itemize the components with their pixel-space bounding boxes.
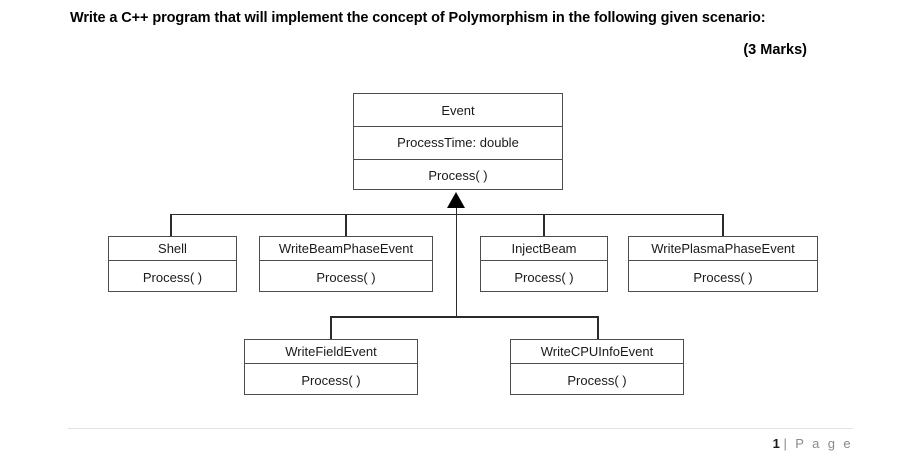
uml-class-writeplasmaphaseevent[interactable]: WritePlasmaPhaseEvent Process( ) xyxy=(628,236,818,292)
uml-class-shell-operations: Process( ) xyxy=(109,260,236,293)
uml-class-writebeamphaseevent-operations: Process( ) xyxy=(260,260,432,293)
uml-class-writecpuinfoevent-operations: Process( ) xyxy=(511,363,683,396)
uml-class-event-name: Event xyxy=(441,102,475,118)
uml-class-writecpuinfoevent-name: WriteCPUInfoEvent xyxy=(540,344,654,359)
inheritance-arrow-icon xyxy=(447,192,465,208)
uml-class-writeplasmaphaseevent-operations: Process( ) xyxy=(629,260,817,293)
uml-class-event[interactable]: Event ProcessTime: double Process( ) xyxy=(353,93,563,190)
uml-class-event-attributes: ProcessTime: double xyxy=(354,126,562,158)
marks-label: (3 Marks) xyxy=(743,42,807,58)
uml-class-shell-name: Shell xyxy=(158,241,187,256)
connector-drop-writebeamphaseevent xyxy=(345,213,347,237)
uml-class-shell[interactable]: Shell Process( ) xyxy=(108,236,237,292)
uml-class-writecpuinfoevent[interactable]: WriteCPUInfoEvent Process( ) xyxy=(510,339,684,395)
uml-class-writebeamphaseevent-name: WriteBeamPhaseEvent xyxy=(278,241,414,256)
connector-trunk-vertical xyxy=(455,205,457,317)
uml-class-writefieldevent-operations: Process( ) xyxy=(245,363,417,396)
connector-bus-level3 xyxy=(330,316,598,318)
uml-class-writeplasmaphaseevent-name: WritePlasmaPhaseEvent xyxy=(651,241,795,256)
uml-class-injectbeam-name: InjectBeam xyxy=(511,241,577,256)
footer-divider xyxy=(68,428,853,429)
connector-drop-shell xyxy=(170,213,172,237)
uml-class-injectbeam-operations: Process( ) xyxy=(481,260,607,293)
page-footer: 1 | P a g e xyxy=(773,436,853,451)
connector-drop-writecpuinfoevent xyxy=(597,316,599,339)
connector-drop-writeplasmaphaseevent xyxy=(722,213,724,237)
uml-class-writefieldevent[interactable]: WriteFieldEvent Process( ) xyxy=(244,339,418,395)
uml-class-writebeamphaseevent[interactable]: WriteBeamPhaseEvent Process( ) xyxy=(259,236,433,292)
page-label: | P a g e xyxy=(783,436,853,451)
connector-drop-injectbeam xyxy=(543,213,545,237)
connector-bus-level2 xyxy=(170,213,723,215)
uml-class-event-operations: Process( ) xyxy=(354,158,562,191)
uml-class-writefieldevent-name: WriteFieldEvent xyxy=(285,344,377,359)
question-heading: Write a C++ program that will implement … xyxy=(70,10,766,26)
uml-class-injectbeam[interactable]: InjectBeam Process( ) xyxy=(480,236,608,292)
connector-drop-writefieldevent xyxy=(330,316,332,339)
page-number: 1 xyxy=(772,436,780,451)
